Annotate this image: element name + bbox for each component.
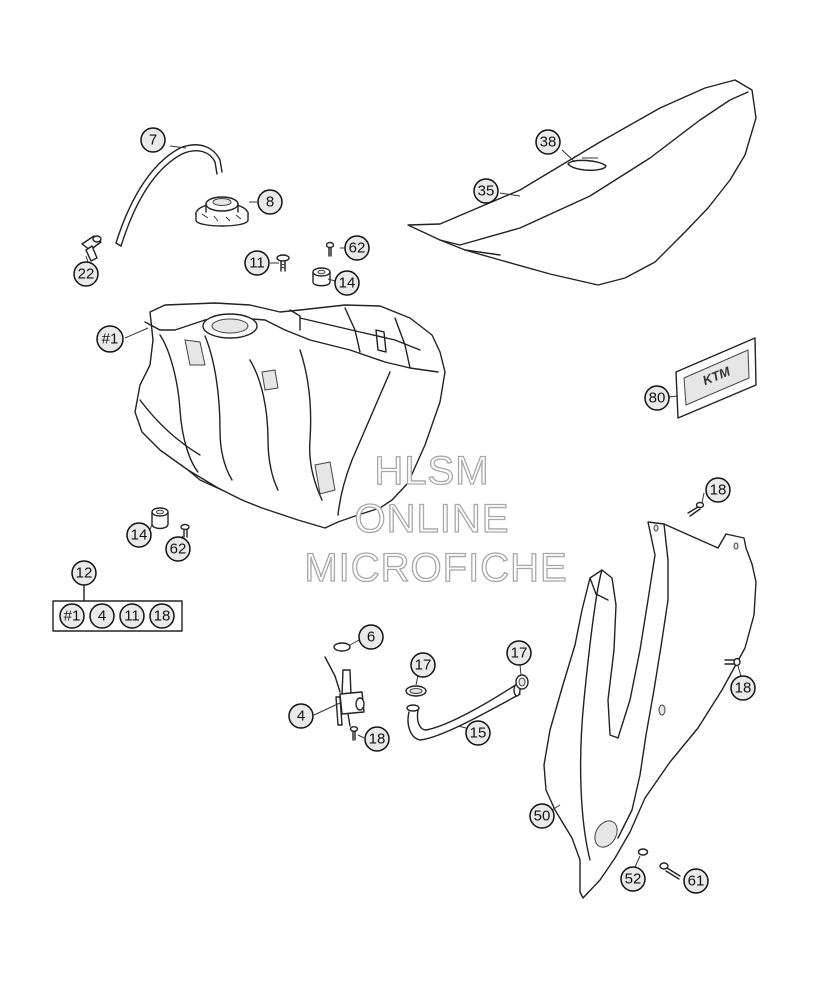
svg-text:62: 62: [349, 240, 366, 257]
svg-text:14: 14: [339, 275, 356, 292]
svg-text:8: 8: [266, 194, 274, 211]
svg-text:18: 18: [369, 731, 386, 748]
screw-61: [659, 862, 681, 880]
callout-18-upper[interactable]: 18: [705, 477, 731, 503]
fuel-tank: [134, 302, 446, 529]
callout-7[interactable]: 7: [140, 127, 166, 153]
kit-item-18[interactable]: 18: [149, 603, 175, 629]
elbow-fitting: [81, 235, 102, 262]
screw-11: [276, 254, 290, 272]
svg-text:11: 11: [124, 608, 140, 625]
fuel-tap: [324, 656, 365, 727]
svg-text:11: 11: [249, 255, 265, 272]
svg-text:18: 18: [710, 482, 727, 499]
callout-18-lower[interactable]: 18: [730, 675, 756, 701]
svg-text:15: 15: [470, 725, 487, 742]
callout-38[interactable]: 38: [535, 129, 561, 155]
svg-text:50: 50: [534, 808, 551, 825]
svg-text:6: 6: [367, 629, 375, 646]
screw-18-upper-right: [687, 501, 705, 517]
svg-text:#1: #1: [102, 331, 119, 348]
svg-text:4: 4: [297, 708, 305, 725]
callout-50[interactable]: 50: [529, 803, 555, 829]
svg-text:HLSM: HLSM: [374, 449, 489, 493]
callout-62-lower[interactable]: 62: [165, 536, 191, 562]
callout-12[interactable]: 12: [71, 560, 97, 586]
svg-text:7: 7: [149, 132, 157, 149]
callout-35[interactable]: 35: [473, 178, 499, 204]
callout-8[interactable]: 8: [257, 189, 283, 215]
svg-text:35: 35: [478, 183, 495, 200]
callout-80[interactable]: 80: [644, 385, 670, 411]
callout-11[interactable]: 11: [244, 250, 270, 276]
ktm-decal: KTM: [675, 337, 757, 419]
callout-14-lower[interactable]: 14: [126, 522, 152, 548]
seat: [407, 79, 757, 286]
callout-17-right[interactable]: 17: [506, 640, 532, 666]
callout-62-top[interactable]: 62: [344, 235, 370, 261]
screw-18-lower-right: [724, 657, 741, 667]
watermark: HLSM ONLINE MICROFICHE: [304, 448, 568, 590]
callout-17-left[interactable]: 17: [410, 652, 436, 678]
side-panel: [543, 521, 757, 899]
callout-4[interactable]: 4: [288, 703, 314, 729]
rubber-bushing-top: [312, 267, 331, 287]
callout-52[interactable]: 52: [620, 866, 646, 892]
washer-52: [637, 848, 649, 856]
callout-18-tap[interactable]: 18: [364, 726, 390, 752]
callout-22[interactable]: 22: [73, 261, 99, 287]
fuel-cap: [195, 196, 249, 227]
svg-text:62: 62: [170, 541, 187, 558]
screw-18-tap: [349, 726, 359, 741]
callout-14-top[interactable]: 14: [334, 270, 360, 296]
fuel-breather-hose: [115, 144, 223, 247]
svg-text:61: 61: [688, 873, 705, 890]
svg-text:38: 38: [540, 134, 557, 151]
hose-clamp-right: [515, 674, 529, 690]
o-ring: [333, 642, 351, 652]
kit-item-tank[interactable]: #1: [59, 603, 85, 629]
kit-item-11[interactable]: 11: [119, 603, 145, 629]
hose-clamp-left: [405, 685, 427, 697]
svg-text:#1: #1: [64, 608, 81, 625]
svg-text:80: 80: [649, 390, 666, 407]
callout-tank-1[interactable]: #1: [96, 325, 124, 353]
kit-item-4[interactable]: 4: [89, 603, 115, 629]
callout-61[interactable]: 61: [683, 868, 709, 894]
svg-text:18: 18: [735, 680, 752, 697]
screw-62-lower: [180, 523, 190, 538]
svg-text:14: 14: [131, 527, 148, 544]
rubber-bushing-lower: [151, 507, 169, 530]
callout-15[interactable]: 15: [465, 720, 491, 746]
svg-text:12: 12: [76, 565, 93, 582]
svg-text:18: 18: [154, 608, 171, 625]
svg-text:MICROFICHE: MICROFICHE: [304, 546, 567, 590]
svg-text:17: 17: [511, 645, 528, 662]
callout-6[interactable]: 6: [358, 624, 384, 650]
svg-text:17: 17: [415, 657, 432, 674]
svg-text:52: 52: [625, 871, 642, 888]
svg-text:22: 22: [78, 266, 95, 283]
svg-text:4: 4: [98, 608, 106, 625]
svg-text:ONLINE: ONLINE: [355, 497, 510, 541]
screw-62-top: [325, 241, 335, 257]
